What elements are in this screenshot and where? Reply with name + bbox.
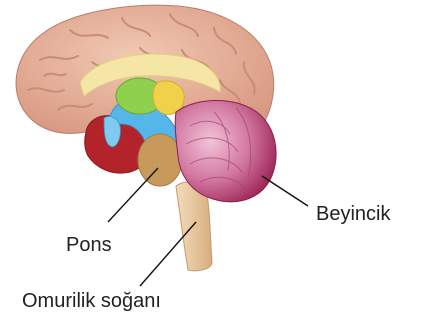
pons-label: Pons: [66, 234, 112, 256]
medulla-label: Omurilik soğanı: [22, 290, 161, 312]
cerebellum-leader: [262, 176, 308, 206]
ventricle-drip: [104, 116, 120, 146]
pons-leader: [108, 168, 158, 222]
cerebellum-label: Beyincik: [316, 203, 391, 225]
pons-shape: [138, 134, 182, 186]
